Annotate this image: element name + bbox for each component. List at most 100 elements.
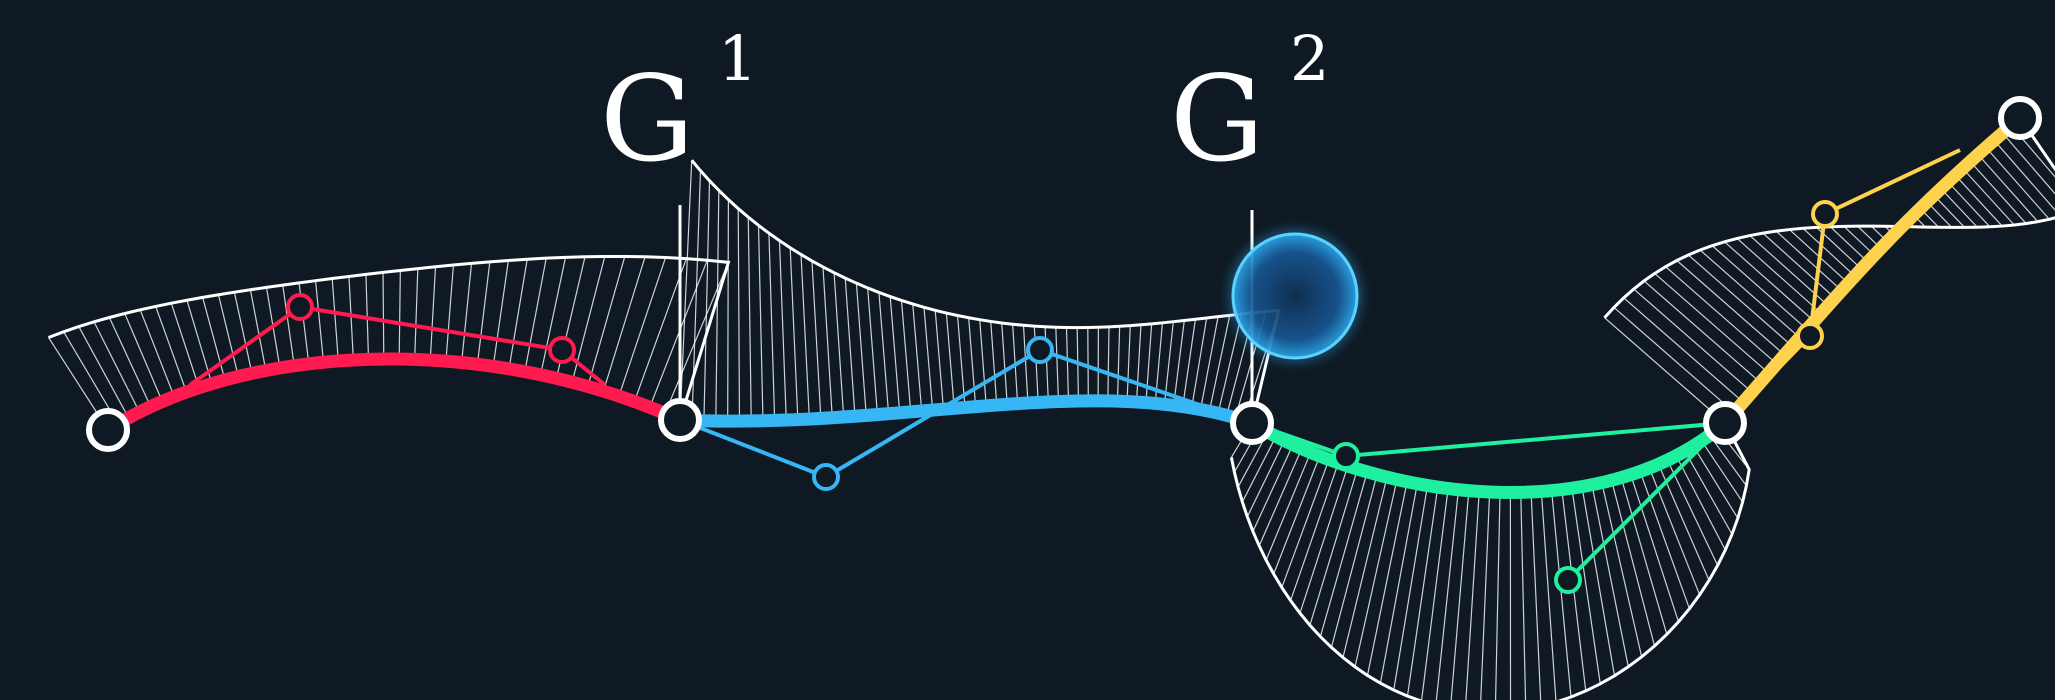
g1-label: G 1 [600,22,757,188]
comb-tooth [233,292,253,374]
g2-label-superscript: 2 [1290,22,1329,95]
comb-tooth [1623,297,1744,403]
comb-tooth [1126,325,1131,402]
joint-node-5 [1998,96,2042,140]
comb-tooth [1613,306,1735,413]
comb-tooth [1591,484,1629,667]
comb-tooth [912,303,923,412]
comb-tooth [1601,482,1643,657]
g2-label: G 2 [1170,22,1329,188]
comb-tooth [1620,477,1668,635]
comb-tooth [1736,237,1822,314]
comb-tooth [1762,232,1836,299]
joint-node-group [86,96,2042,452]
comb-tooth [789,247,799,420]
comb-tooth [1701,440,1744,503]
comb-tooth [1530,491,1542,700]
comb-tooth [1581,486,1616,676]
comb-tooth [1666,459,1719,566]
comb-tooth [1551,490,1572,698]
comb-tooth [715,190,720,422]
comb-tooth [1135,324,1142,402]
comb-tooth [524,258,547,372]
comb-tooth [727,199,730,422]
comb-tooth [1145,323,1153,403]
comb-tooth [492,260,509,367]
comb-tooth [1393,485,1429,691]
comb-tooth [833,272,845,418]
comb-tooth [139,309,175,397]
comb-tooth [1465,491,1480,700]
highlight-bubble [1229,230,1361,362]
comb-tooth [1675,455,1726,551]
comb-tooth [1265,452,1312,561]
control-polygon-red [188,304,607,387]
comb-tooth [1633,288,1753,393]
comb-tooth [618,257,667,397]
comb-tooth [889,296,901,413]
curve-segment-red [101,352,687,437]
comb-tooth [1843,225,1875,256]
curve-segment-green [1245,416,1732,499]
comb-tooth [679,160,693,421]
comb-tooth [1643,280,1761,383]
curve-segment-blue [673,394,1259,430]
control-handle-green-2 [1554,566,1582,594]
comb-tooth [968,317,977,407]
comb-tooth [2002,132,2055,195]
comb-tooth [1087,327,1089,401]
comb-tooth [1450,490,1470,700]
joint-node-1 [86,408,130,452]
comb-tooth [282,285,295,366]
comb-tooth [155,306,187,393]
comb-tooth [1985,147,2050,220]
comb-tooth [878,292,890,414]
comb-tooth [602,256,646,392]
comb-tooth [1684,450,1733,535]
comb-tooth [1711,245,1808,330]
comb-tooth [1163,321,1174,405]
comb-tooth [93,321,140,413]
comb-tooth [1246,440,1285,518]
comb-tooth [1639,471,1691,609]
comb-tooth [1241,436,1277,503]
comb-tooth [1933,194,1966,228]
g1-label-superscript: 1 [718,22,757,95]
comb-tooth [1065,327,1070,402]
comb-tooth [445,264,455,362]
comb-envelope [1229,422,1751,700]
comb-tooth [979,319,987,406]
control-handle-blue-2 [1026,336,1054,364]
comb-tooth [429,266,437,361]
joint-node-4 [1703,401,1747,445]
control-handle-yellow-2 [1811,200,1839,228]
comb-tooth [1954,174,2003,227]
comb-tooth [1604,317,1726,424]
comb-tooth [1665,266,1778,365]
comb-tooth [382,272,385,360]
control-polygon-green [1251,420,1731,582]
comb-tooth [822,266,833,418]
comb-envelope [690,159,1281,424]
comb-tooth [945,312,955,409]
comb-tooth [737,208,741,422]
comb-tooth [540,257,567,375]
comb-tooth [1977,154,2039,223]
comb-tooth [1571,488,1601,684]
comb-tooth [800,254,810,420]
curvature-comb-yellow [1603,117,2055,424]
comb-tooth [78,326,130,419]
comb-tooth [1055,327,1060,402]
comb-tooth [1366,481,1408,676]
control-handle-green-1 [1332,442,1360,470]
control-handle-yellow-1 [1796,322,1824,350]
comb-tooth [1116,326,1121,402]
curve-segment-yellow [1718,111,2027,430]
comb-tooth [508,259,528,369]
comb-tooth [1173,320,1185,406]
comb-tooth [1258,448,1303,547]
comb-tooth [108,317,152,407]
comb-tooth [1252,444,1294,532]
